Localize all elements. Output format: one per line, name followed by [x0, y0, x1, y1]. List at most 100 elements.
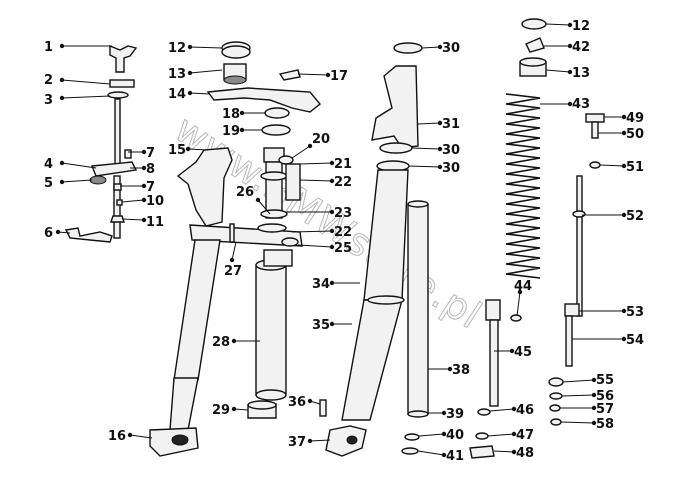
- callout-number-1: 1: [44, 40, 53, 55]
- callout-number-43: 43: [572, 97, 590, 112]
- callout-leader: [297, 73, 329, 76]
- callout-number-22: 22: [334, 175, 352, 190]
- callout-number-52: 52: [626, 209, 644, 224]
- callout-leader: [493, 450, 515, 453]
- callout-number-38: 38: [452, 363, 470, 378]
- callout-dot: [239, 110, 245, 116]
- callout-number-55: 55: [596, 373, 614, 388]
- callout-dot: [141, 197, 147, 203]
- callout-leader: [61, 162, 97, 169]
- callout-number-39: 39: [446, 407, 464, 422]
- callout-number-36: 36: [288, 395, 306, 410]
- callout-dot: [187, 44, 193, 50]
- callout-dot: [187, 70, 193, 76]
- callout-number-4: 4: [44, 157, 53, 172]
- callout-leader: [489, 408, 515, 412]
- callout-number-51: 51: [626, 160, 644, 175]
- callout-leader: [545, 69, 571, 73]
- callout-number-40: 40: [446, 428, 464, 443]
- callout-dot: [621, 212, 627, 218]
- callout-leader: [187, 148, 209, 151]
- callout-number-14: 14: [168, 87, 186, 102]
- callout-number-57: 57: [596, 402, 614, 417]
- callout-dot: [511, 449, 517, 455]
- callout-dot: [441, 452, 447, 458]
- callout-leader: [61, 179, 93, 183]
- callout-dot: [59, 77, 65, 83]
- callout-number-29: 29: [212, 403, 230, 418]
- callout-leader: [121, 199, 145, 203]
- callout-leader: [121, 218, 145, 221]
- callout-number-50: 50: [626, 127, 644, 142]
- callout-number-11: 11: [146, 215, 164, 230]
- callout-dot: [441, 410, 447, 416]
- callout-leader: [299, 179, 333, 182]
- callout-number-13: 13: [168, 67, 186, 82]
- callout-dot: [59, 43, 65, 49]
- callout-dot: [329, 321, 335, 327]
- callout-number-10: 10: [146, 194, 164, 209]
- callout-leader: [545, 23, 571, 26]
- callout-leader: [309, 439, 331, 442]
- callout-dot: [591, 420, 597, 426]
- callout-leader: [61, 95, 111, 99]
- callout-dot: [621, 308, 627, 314]
- callout-leader: [418, 433, 445, 437]
- callout-leader: [233, 408, 249, 411]
- callout-leader: [417, 122, 441, 125]
- callout-leader: [421, 46, 441, 49]
- callout-dot: [437, 146, 443, 152]
- callout-number-16: 16: [108, 429, 126, 444]
- callout-number-18: 18: [222, 107, 240, 122]
- callout-leader: [299, 162, 333, 165]
- callout-dot: [517, 289, 523, 295]
- callout-number-54: 54: [626, 333, 644, 348]
- callout-number-6: 6: [44, 226, 53, 241]
- callout-number-19: 19: [222, 124, 240, 139]
- callout-dot: [591, 405, 597, 411]
- callout-dot: [621, 130, 627, 136]
- callout-dot: [231, 338, 237, 344]
- callout-dot: [231, 406, 237, 412]
- callout-dot: [239, 127, 245, 133]
- callout-dot: [141, 149, 147, 155]
- callout-leader: [129, 434, 153, 439]
- callout-number-7: 7: [146, 146, 155, 161]
- callout-leader: [417, 450, 445, 456]
- callout-dot: [621, 163, 627, 169]
- callout-leader: [291, 230, 333, 233]
- callout-leader: [599, 164, 625, 167]
- callout-dot: [141, 217, 147, 223]
- callout-number-44: 44: [514, 279, 532, 294]
- callout-number-12: 12: [572, 19, 590, 34]
- callout-dot: [591, 392, 597, 398]
- callout-dot: [185, 146, 191, 152]
- callout-number-30: 30: [442, 143, 460, 158]
- callout-dot: [437, 44, 443, 50]
- callout-number-47: 47: [516, 428, 534, 443]
- callout-number-3: 3: [44, 93, 53, 108]
- callout-dot: [141, 183, 147, 189]
- callout-number-22: 22: [334, 225, 352, 240]
- callout-number-42: 42: [572, 40, 590, 55]
- callout-number-17: 17: [330, 69, 348, 84]
- callout-number-27: 27: [224, 264, 242, 279]
- spring-damper-assembly: [469, 18, 547, 459]
- callout-dot: [329, 209, 335, 215]
- callout-leader: [291, 145, 311, 159]
- callout-leader: [562, 379, 595, 383]
- callout-dot: [447, 366, 453, 372]
- callout-number-23: 23: [334, 206, 352, 221]
- callout-dot: [567, 101, 573, 107]
- callout-number-21: 21: [334, 157, 352, 172]
- callout-dot: [567, 69, 573, 75]
- callout-number-41: 41: [446, 449, 464, 464]
- callout-number-31: 31: [442, 117, 460, 132]
- callout-leader: [189, 92, 211, 95]
- callout-leader: [408, 165, 441, 168]
- callout-dot: [187, 90, 193, 96]
- callout-leader: [257, 199, 271, 215]
- callout-dot: [141, 165, 147, 171]
- callout-number-25: 25: [334, 241, 352, 256]
